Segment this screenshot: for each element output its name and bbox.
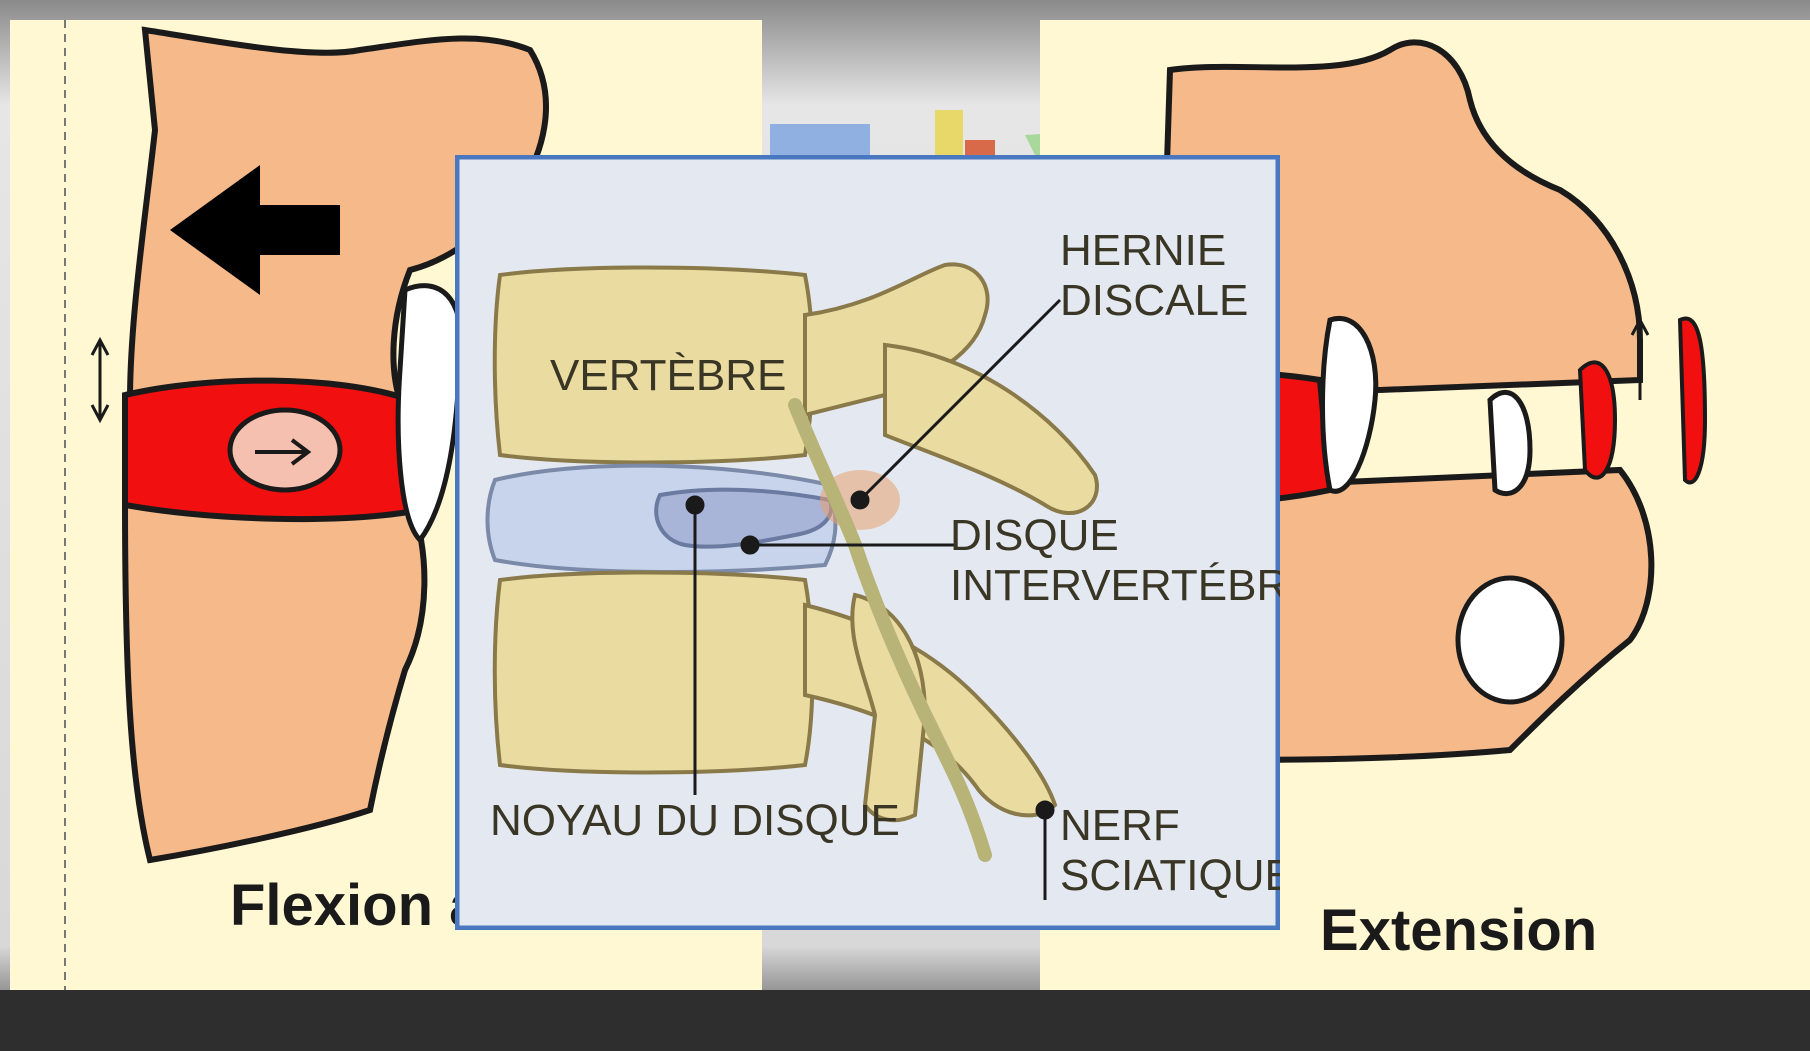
label-nerf: NERF <box>1060 801 1180 850</box>
label-noyau-du-disque: NOYAU DU DISQUE <box>490 796 900 845</box>
foramen <box>1458 578 1562 702</box>
label-hernie: HERNIE <box>1060 226 1226 275</box>
label-sciatique: SCIATIQUE <box>1060 851 1280 900</box>
label-disque: DISQUE <box>950 511 1119 560</box>
hernia-inset: VERTÈBRE HERNIE DISCALE DISQUE INTERVERT… <box>455 155 1280 930</box>
facet-joint <box>1490 392 1530 493</box>
ligament-mark <box>1580 362 1615 477</box>
label-discale: DISCALE <box>1060 276 1248 325</box>
label-vertebre: VERTÈBRE <box>550 351 786 400</box>
ligament-mark <box>1680 318 1705 482</box>
label-intervertebral: INTERVERTÉBRAL <box>950 561 1280 610</box>
lower-vertebral-body <box>495 573 813 773</box>
extension-caption: Extension <box>1320 898 1597 963</box>
